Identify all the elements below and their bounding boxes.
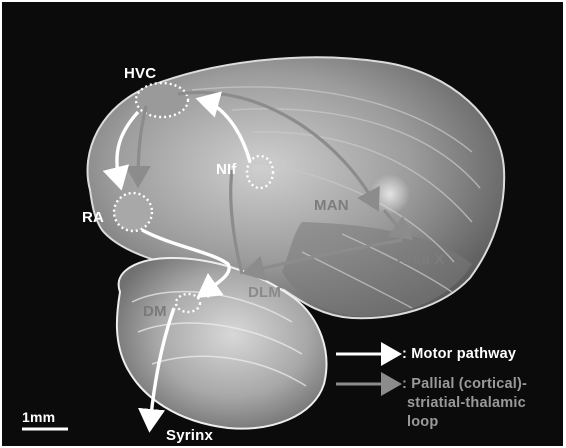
label-ra: RA [82, 210, 104, 225]
label-dlm: DLM [248, 285, 281, 300]
label-man: MAN [314, 198, 349, 213]
legend-loop-label-1: : Pallial (cortical)- [402, 376, 527, 393]
label-nif: NIf [216, 162, 237, 177]
label-area-x: Area X [396, 252, 445, 267]
label-hvc: HVC [124, 66, 156, 81]
legend-loop-label-3: loop [407, 414, 438, 431]
label-dm: DM [143, 304, 167, 319]
scale-bar-label: 1mm [22, 410, 55, 424]
label-syrinx: Syrinx [166, 428, 213, 443]
ra-nucleus [114, 193, 152, 231]
legend-loop-label-2: striatial-thalamic [407, 395, 526, 412]
legend-motor-label: : Motor pathway [402, 346, 516, 363]
